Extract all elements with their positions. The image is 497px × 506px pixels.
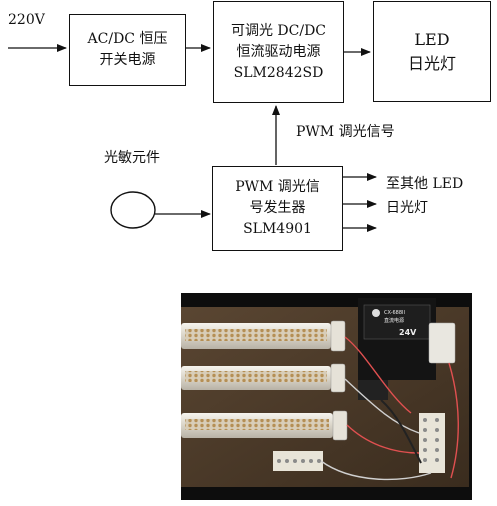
transformer-rating: 24V (399, 328, 417, 337)
acdc-power-supply-box: AC/DC 恒压 开关电源 (69, 14, 186, 86)
acdc-line1: AC/DC 恒压 (87, 31, 168, 47)
other-led-label-line1: 至其他 LED (386, 176, 464, 192)
led-box-line2: 日光灯 (407, 53, 456, 73)
pwm-signal-label: PWM 调光信号 (296, 124, 395, 140)
led-tube-2 (181, 363, 346, 393)
terminal-block-bottom (273, 451, 323, 471)
pwm-gen-line2: 号发生器 (249, 200, 306, 216)
hardware-photo: CX-688II 直流电源 24V (181, 293, 472, 500)
pwm-module (428, 322, 456, 364)
other-led-label-line2: 日光灯 (386, 200, 428, 216)
photosensor-label: 光敏元件 (104, 150, 160, 166)
pwm-generator-box: PWM 调光信 号发生器 SLM4901 (212, 166, 343, 251)
pwm-gen-line3: SLM4901 (243, 221, 312, 237)
block-diagram: 220V AC/DC 恒压 开关电源 可调光 DC/DC 恒流驱动电源 SLM2… (8, 1, 491, 251)
connector-lines (8, 44, 377, 232)
hardware-photo-drawing: CX-688II 直流电源 24V (181, 293, 472, 487)
wiring (320, 336, 459, 481)
transformer-name: 直流电源 (384, 317, 404, 324)
dcdc-driver-box: 可调光 DC/DC 恒流驱动电源 SLM2842SD (213, 1, 344, 103)
driver-line1: 可调光 DC/DC (230, 22, 327, 39)
acdc-line2: 开关电源 (99, 52, 156, 68)
driver-line3: SLM2842SD (233, 64, 324, 81)
transformer-model: CX-688II (384, 310, 405, 316)
led-tube-3 (181, 410, 348, 441)
input-voltage-label: 220V (8, 12, 45, 28)
photosensor-symbol (110, 191, 156, 229)
led-box-line1: LED (414, 29, 450, 49)
terminal-block-right (419, 413, 445, 473)
led-tube-1 (181, 320, 346, 352)
led-lamp-box: LED 日光灯 (373, 1, 491, 102)
pwm-gen-line1: PWM 调光信 (235, 179, 320, 195)
driver-line2: 恒流驱动电源 (236, 43, 321, 60)
